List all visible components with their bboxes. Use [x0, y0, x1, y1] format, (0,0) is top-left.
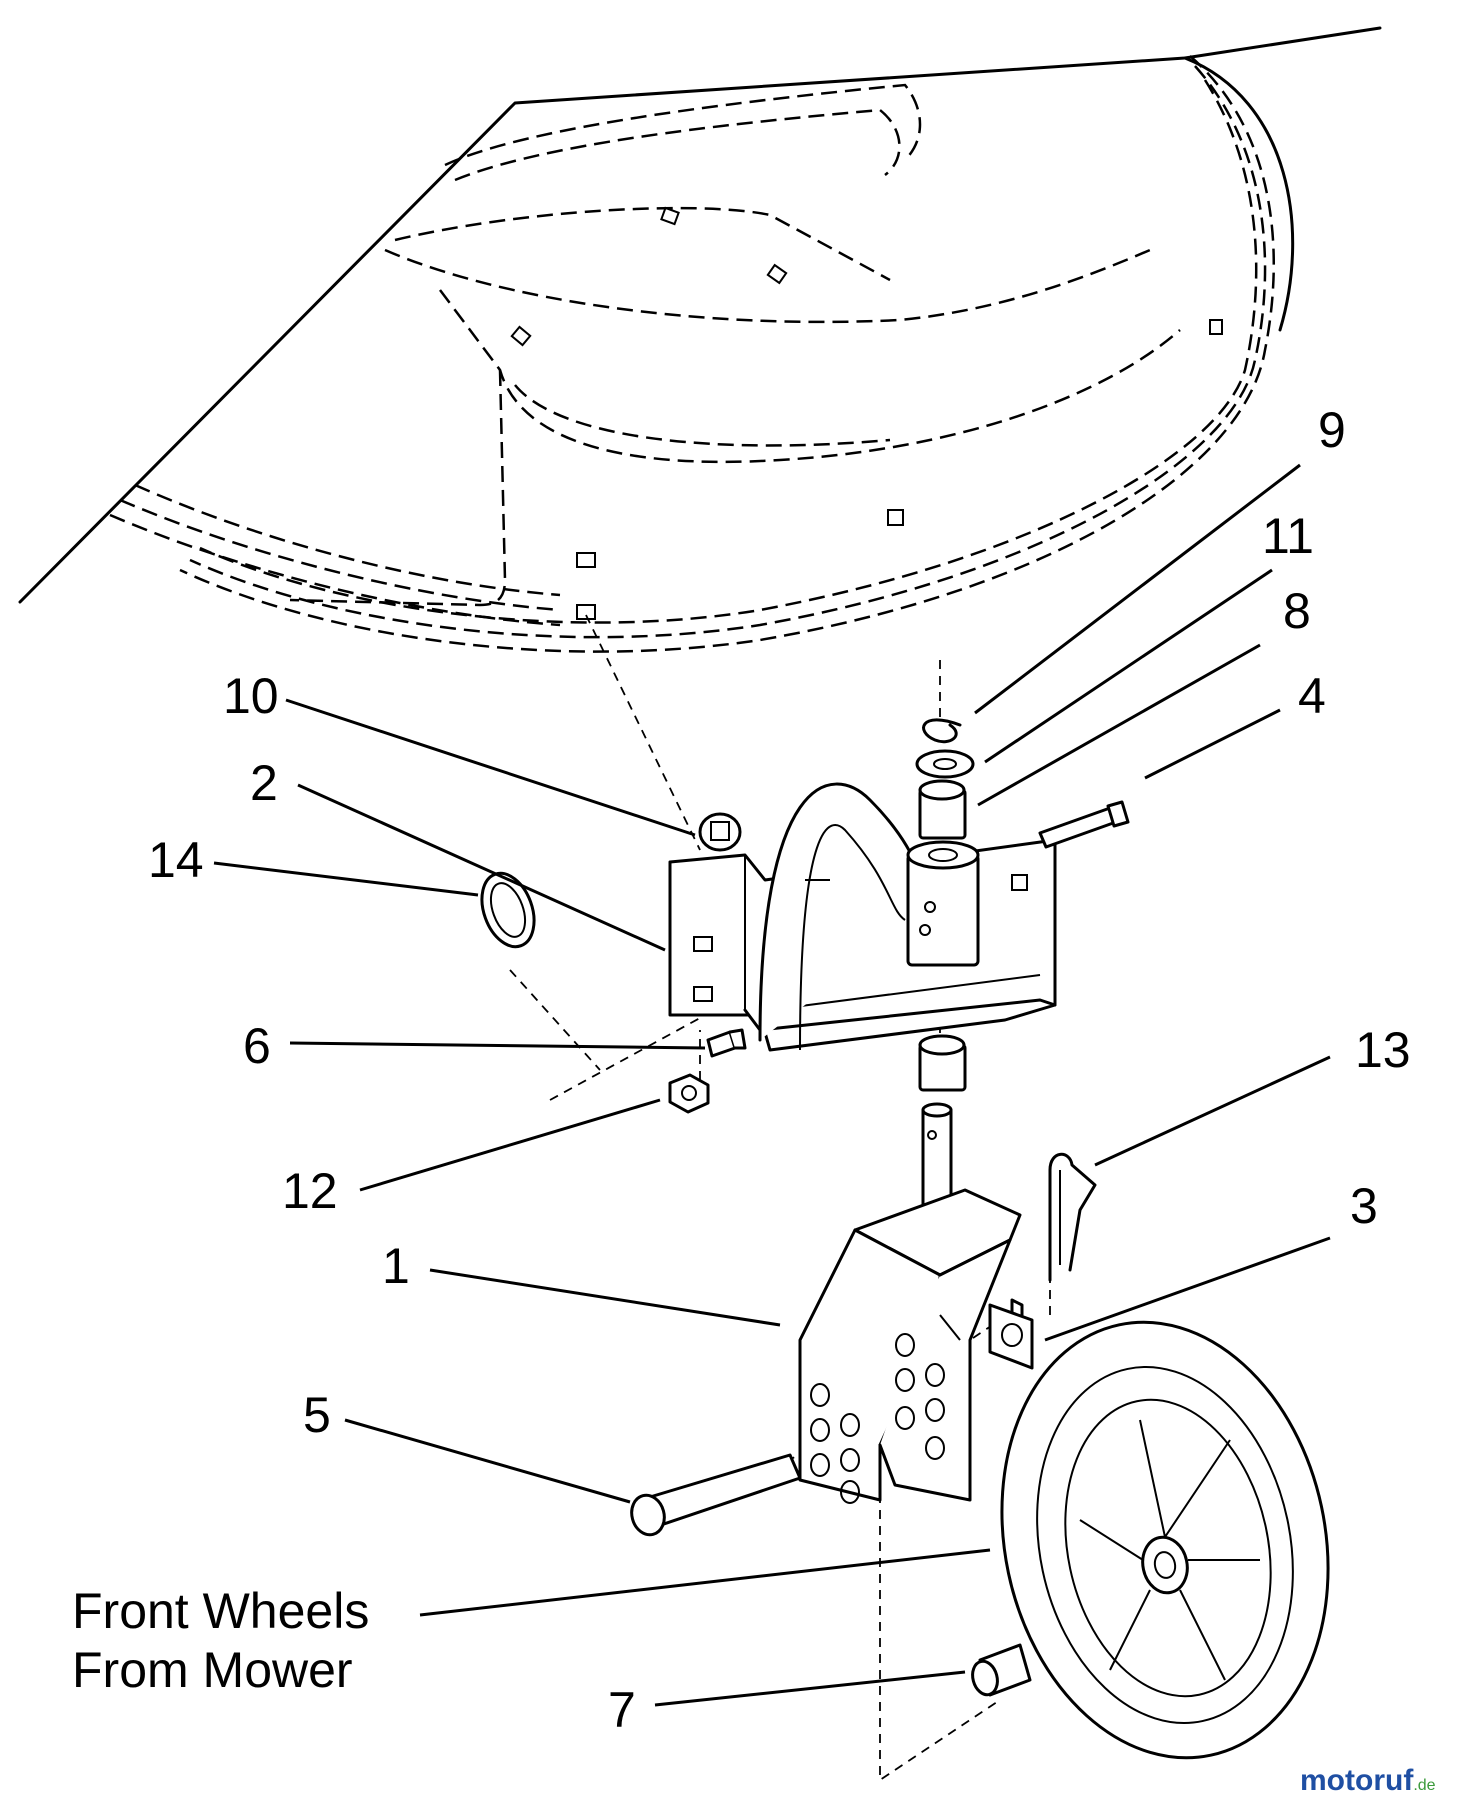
bolt-4 — [1038, 800, 1130, 849]
watermark: motoruf.de — [1300, 1764, 1436, 1797]
part-number-2: 2 — [250, 755, 278, 811]
part-number-5: 5 — [303, 1387, 331, 1443]
part-number-3: 3 — [1350, 1178, 1378, 1234]
nut-12 — [668, 1073, 710, 1114]
part-number-13: 13 — [1355, 1022, 1411, 1078]
washer-11 — [915, 749, 975, 779]
leader-lines — [213, 463, 1331, 1707]
spacer-3 — [988, 1303, 1034, 1370]
wheel-bushing-7 — [971, 1643, 1032, 1697]
caption-line-2: From Mower — [72, 1642, 353, 1698]
bushing-8 — [918, 779, 967, 840]
part-number-7: 7 — [608, 1682, 636, 1738]
grommet-10 — [698, 812, 742, 852]
part-number-8: 8 — [1283, 583, 1311, 639]
caption-line-1: Front Wheels — [72, 1583, 369, 1639]
part-number-11: 11 — [1262, 508, 1314, 564]
caster-fork — [798, 1102, 1024, 1504]
part-number-14: 14 — [148, 832, 204, 888]
part-number-6: 6 — [243, 1018, 271, 1074]
hairpin-13 — [1048, 1152, 1097, 1282]
front-wheel — [1000, 1320, 1330, 1760]
part-number-10: 10 — [223, 668, 279, 724]
part-number-4: 4 — [1298, 668, 1326, 724]
fitting-6 — [706, 1028, 747, 1058]
pivot-bracket — [668, 782, 1057, 1052]
part-number-1: 1 — [382, 1238, 410, 1294]
axle-bolt-5 — [630, 1453, 802, 1537]
mower-deck — [18, 26, 1382, 653]
clip-9 — [922, 718, 962, 744]
bushing-lower — [918, 1034, 967, 1092]
part-number-12: 12 — [282, 1163, 338, 1219]
part-number-9: 9 — [1318, 402, 1346, 458]
